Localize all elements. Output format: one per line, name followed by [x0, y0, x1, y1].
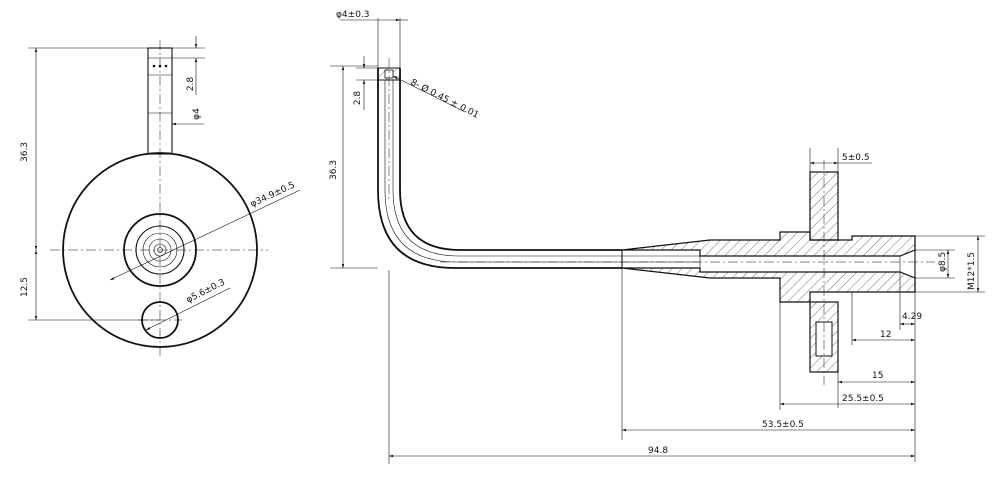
dim-tip-len-label: 2.8 — [353, 91, 363, 106]
tube-outer — [377, 68, 622, 269]
dim-flange-thk-label: 5±0.5 — [842, 153, 870, 163]
dim-stub-dia-label: φ4 — [192, 108, 202, 120]
dim-height-label: 36.3 — [329, 160, 339, 180]
dim-d53-label: 53.5±0.5 — [762, 420, 804, 430]
dim-holes-label: 8- Ø 0.45 ± 0.01 — [409, 77, 481, 121]
dim-bore-label: φ8.5 — [938, 252, 948, 272]
dim-chamfer-label: 4.29 — [902, 312, 922, 322]
front-view: 36.3 12.5 2.8 φ4 φ34.9±0.5 φ5.6±0.3 — [20, 36, 301, 356]
dim-d25-label: 25.5±0.5 — [842, 394, 884, 404]
dim-d94-label: 94.8 — [648, 446, 668, 456]
stub — [147, 47, 173, 155]
tube-bore — [384, 80, 700, 263]
dim-offset-label: 12.5 — [20, 277, 30, 297]
dim-d15-label: 15 — [872, 371, 883, 381]
connector-section — [621, 231, 916, 303]
dim-hole-dia-label: φ5.6±0.3 — [185, 278, 227, 306]
dim-stub-len-label: 2.8 — [186, 77, 196, 92]
nozzle-rings — [123, 213, 197, 287]
dim-tip-dia-label: φ4±0.3 — [336, 10, 370, 20]
side-view: φ4±0.3 2.8 8- Ø 0.45 ± 0.01 36.3 5±0.5 φ… — [329, 10, 985, 464]
dim-height-label: 36.3 — [20, 142, 30, 162]
dim-thread-label: M12*1.5 — [967, 252, 977, 290]
dim-d12-label: 12 — [880, 330, 891, 340]
